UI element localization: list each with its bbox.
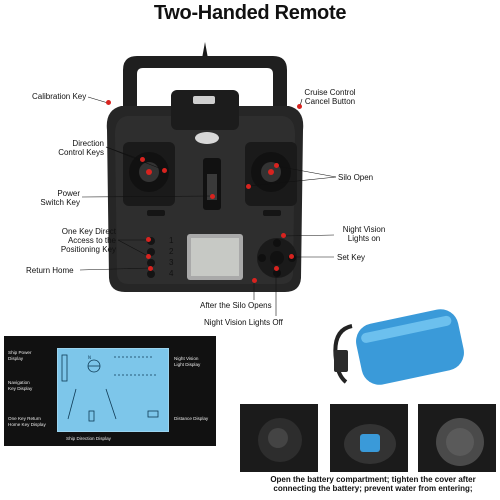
page-title: Two-Handed Remote <box>153 2 347 24</box>
callout-dot <box>106 100 111 105</box>
callout-dot <box>252 278 257 283</box>
svg-text:N: N <box>88 355 91 360</box>
position-number-1: 1 <box>169 236 174 245</box>
callout-dot <box>274 266 279 271</box>
callout-dot <box>210 194 215 199</box>
calibration-key-label: Calibration Key <box>32 92 87 101</box>
position-number-4: 4 <box>169 269 174 278</box>
position-number-3: 3 <box>169 258 174 267</box>
callout-dot <box>281 233 286 238</box>
callout-dot <box>289 254 294 259</box>
battery-compartment-photo-3 <box>418 404 496 472</box>
callout-dot <box>162 168 167 173</box>
lcd-graphics: N <box>61 354 159 422</box>
distance-display-label: Distance Display <box>174 416 209 421</box>
battery-compartment-photo-2 <box>330 404 408 472</box>
battery-image <box>333 309 464 385</box>
ship-direction-label: Ship Direction Display <box>66 436 111 441</box>
battery-caption: Open the battery compartment; tighten th… <box>270 475 476 493</box>
callout-dot <box>146 254 151 259</box>
battery-compartment-photo-1 <box>240 404 318 472</box>
lcd-screen: N <box>57 348 169 432</box>
position-number-2: 2 <box>169 247 174 256</box>
set-key-label: Set Key <box>337 253 366 262</box>
callout-dot <box>140 157 145 162</box>
silo-open-label: Silo Open <box>338 173 374 182</box>
callout-dot <box>146 237 151 242</box>
callout-dot <box>148 266 153 271</box>
night-vision-off-label: Night Vision Lights Off <box>204 318 283 327</box>
return-home-label: Return Home <box>26 266 74 275</box>
callout-dot <box>246 184 251 189</box>
after-silo-opens-label: After the Silo Opens <box>200 301 272 310</box>
callout-dot <box>274 163 279 168</box>
callout-dot <box>297 104 302 109</box>
